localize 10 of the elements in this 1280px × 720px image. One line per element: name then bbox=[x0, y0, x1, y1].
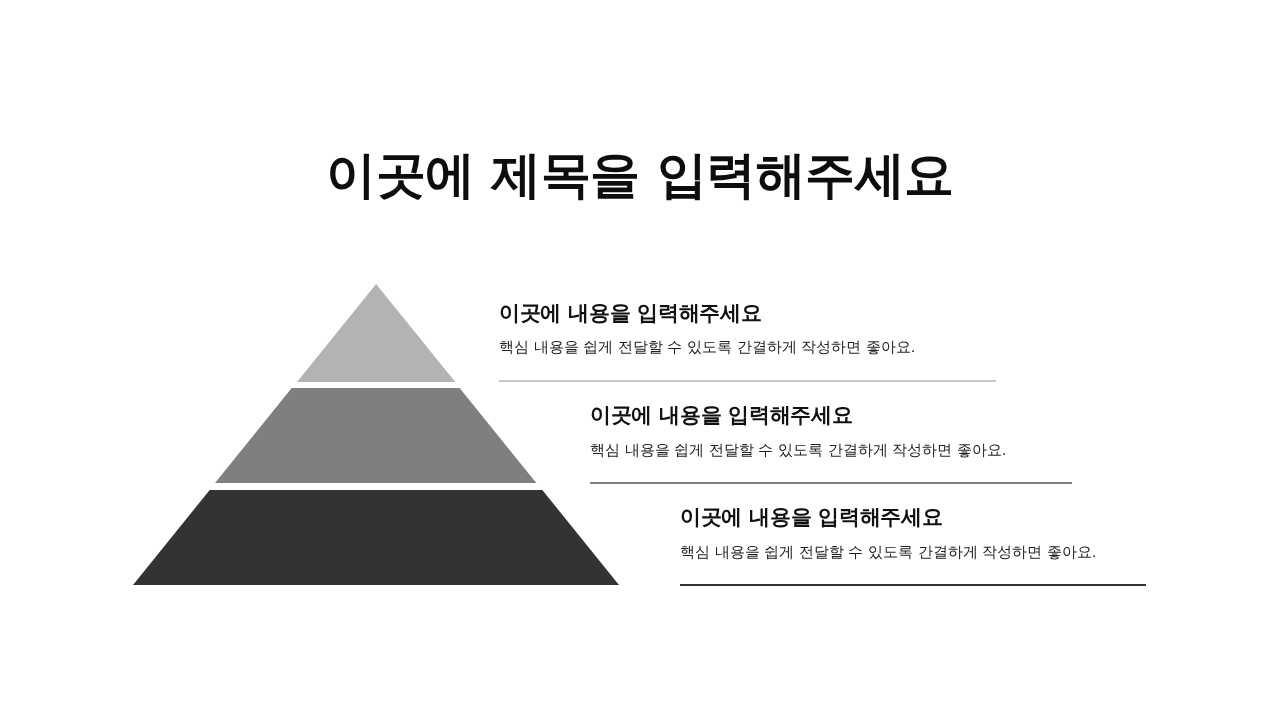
pyramid-tier bbox=[215, 388, 537, 483]
heading: 이곳에 내용을 입력해주세요 bbox=[680, 505, 943, 531]
description: 핵심 내용을 쉽게 전달할 수 있도록 간결하게 작성하면 좋아요. bbox=[590, 441, 1007, 460]
title: 이곳에 제목을 입력해주세요 bbox=[326, 147, 954, 205]
pyramid-tier bbox=[133, 490, 619, 585]
description: 핵심 내용을 쉽게 전달할 수 있도록 간결하게 작성하면 좋아요. bbox=[499, 338, 916, 357]
heading: 이곳에 내용을 입력해주세요 bbox=[499, 301, 762, 327]
heading: 이곳에 내용을 입력해주세요 bbox=[590, 403, 853, 429]
description: 핵심 내용을 쉽게 전달할 수 있도록 간결하게 작성하면 좋아요. bbox=[680, 543, 1097, 562]
pyramid-top bbox=[296, 284, 456, 382]
